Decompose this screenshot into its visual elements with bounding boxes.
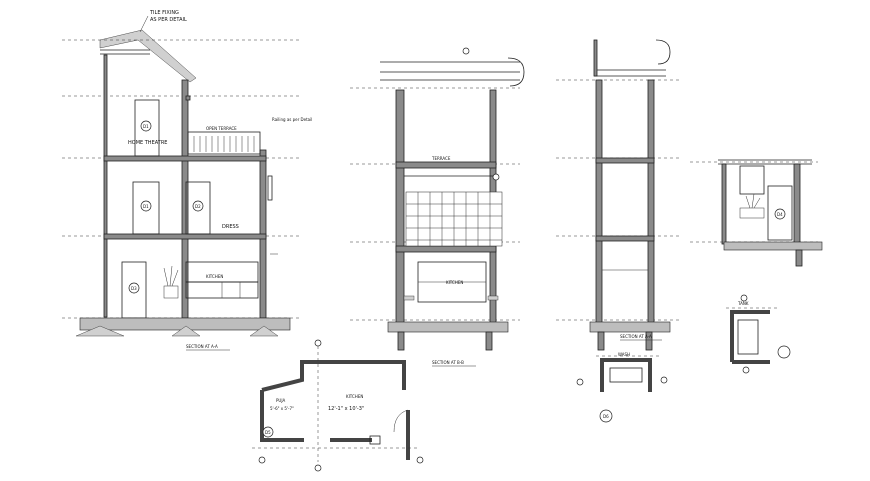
door-tag-d1-b: D1 (143, 204, 149, 209)
kitchen-dims: 12'-1" x 10'-3" (328, 406, 364, 412)
kitchen-plan-label: KITCHEN (346, 394, 363, 399)
as-per-detail-label: AS PER DETAIL (150, 17, 187, 23)
wash-label: WASH (618, 352, 630, 357)
door-tag-d6: D6 (603, 414, 609, 419)
section-toilet-far-right: D4 (690, 159, 823, 267)
door-tag-d4: D4 (777, 212, 783, 217)
door-tag-d5: D5 (265, 430, 271, 435)
kitchen-plan: KITCHEN 12'-1" x 10'-3" PUJA 5'-6" x 5'-… (252, 339, 424, 472)
tank-plan: TANK (726, 294, 791, 374)
section-aa-right-title: SECTION AT A-A (620, 334, 652, 339)
dress-label: DRESS (222, 224, 239, 230)
plant-icon-2 (739, 193, 765, 219)
door-home-theatre (134, 99, 160, 157)
tile-fixing-label: TILE FIXING (149, 10, 179, 16)
door-tag-d2: D2 (195, 204, 201, 209)
door-toilet (767, 185, 793, 241)
terrace-label: TERRACE (431, 156, 451, 161)
home-theatre-label: HOME THEATRE (128, 140, 167, 146)
open-terrace-label: OPEN TERRACE (206, 126, 237, 131)
section-bb-title: SECTION AT B-B (432, 360, 464, 365)
puja-label: PUJA (276, 398, 285, 403)
sloped-roof (99, 29, 197, 83)
kitchen-label: KITCHEN (206, 274, 223, 279)
puja-dims: 5'-6" x 5'-7" (270, 406, 294, 411)
kitchen-b-label: KITCHEN (446, 280, 463, 285)
wash-plan: WASH D6 (576, 352, 668, 423)
tank-label: TANK (737, 301, 749, 306)
door-tag-d1-a: D1 (143, 124, 149, 129)
door-tag-d3: D3 (131, 286, 137, 291)
door-first-floor-left (132, 181, 160, 235)
railing-label: Railing as per Detail (272, 117, 312, 122)
section-b-b-center: TERRACE KITCHEN SECTION AT B-B (350, 47, 525, 367)
section-a-a-right: SECTION AT A-A (556, 39, 680, 351)
section-aa-title: SECTION AT A-A (186, 344, 218, 349)
door-dress (185, 181, 211, 235)
plant-icon (163, 265, 179, 299)
section-a-a-left: TILE FIXING AS PER DETAIL Railing as per… (62, 10, 312, 351)
